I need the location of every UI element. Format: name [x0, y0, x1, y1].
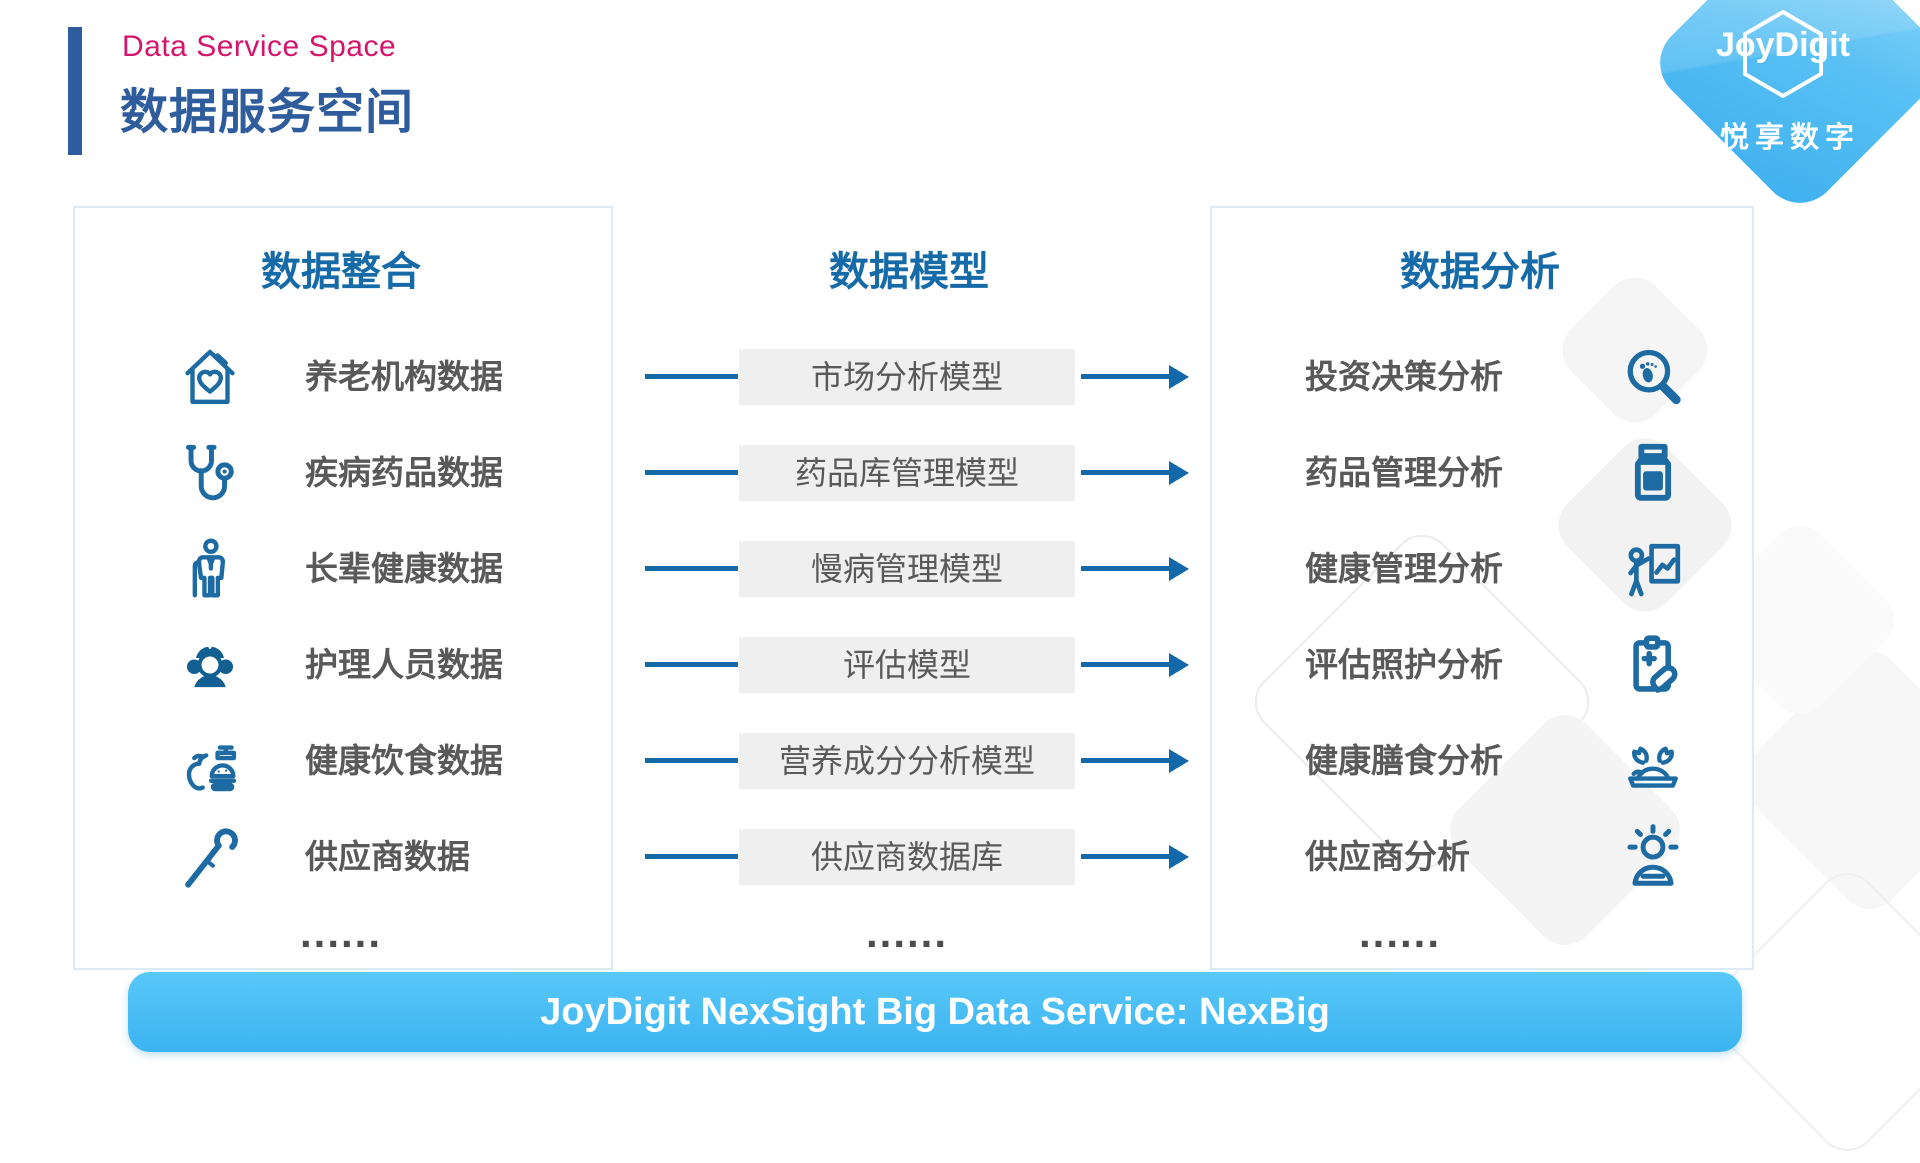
integration-panel	[73, 206, 613, 970]
integration-item-label: 健康饮食数据	[305, 742, 503, 779]
logo-tagline: 悦享数字	[1719, 122, 1860, 154]
model-box: 市场分析模型	[739, 349, 1075, 405]
integration-item-label: 疾病药品数据	[305, 454, 503, 491]
analysis-item-label: 投资决策分析	[1305, 358, 1503, 395]
analysis-item-label: 供应商分析	[1305, 838, 1470, 875]
arrow-head-icon	[1169, 557, 1189, 581]
model-box: 药品库管理模型	[739, 445, 1075, 501]
column-title-analysis: 数据分析	[1400, 250, 1560, 294]
connector-line	[645, 374, 738, 379]
stethoscope-icon	[185, 444, 234, 501]
column-title-models: 数据模型	[829, 250, 989, 294]
analysis-item-label: 健康管理分析	[1305, 550, 1503, 587]
kicker-text: Data Service Space	[122, 30, 397, 63]
analysis-item-label: 健康膳食分析	[1305, 742, 1503, 779]
arrow-head-icon	[1169, 749, 1189, 773]
title-accent-bar	[68, 27, 82, 155]
arrow-head-icon	[1169, 461, 1189, 485]
hexagon-logo-icon	[1743, 9, 1823, 99]
health-presentation-icon	[1628, 543, 1681, 597]
arrow-line	[1081, 470, 1170, 475]
connector-line	[645, 566, 738, 571]
model-box: 慢病管理模型	[739, 541, 1075, 597]
arrow-line	[1081, 854, 1170, 859]
model-box: 供应商数据库	[739, 829, 1075, 885]
healthy-meal-icon	[1628, 746, 1678, 788]
analysis-item-label: 评估照护分析	[1305, 646, 1503, 683]
arrow-line	[1081, 758, 1170, 763]
arrow-head-icon	[1169, 845, 1189, 869]
healthy-food-icon	[186, 745, 237, 792]
connector-line	[645, 662, 738, 667]
ellipsis-integration: ......	[299, 909, 382, 956]
footprint-magnifier-icon	[1627, 349, 1681, 405]
column-title-integration: 数据整合	[261, 250, 421, 294]
connector-line	[645, 854, 738, 859]
walking-cane-icon	[185, 828, 238, 888]
integration-item-label: 长辈健康数据	[305, 550, 503, 587]
arrow-head-icon	[1169, 653, 1189, 677]
model-box: 评估模型	[739, 637, 1075, 693]
arrow-head-icon	[1169, 365, 1189, 389]
logo-brand-name: JoyDigit	[1715, 26, 1851, 64]
arrow-line	[1081, 662, 1170, 667]
arrow-line	[1081, 374, 1170, 379]
house-heart-icon	[185, 349, 235, 404]
integration-item-label: 护理人员数据	[305, 646, 503, 683]
page-title: 数据服务空间	[120, 86, 415, 139]
ellipsis-analysis: ......	[1358, 909, 1441, 956]
analysis-item-label: 药品管理分析	[1305, 454, 1503, 491]
connector-line	[645, 470, 738, 475]
integration-item-label: 养老机构数据	[305, 358, 503, 395]
ellipsis-models: ......	[865, 909, 948, 956]
nurse-icon	[186, 642, 234, 688]
care-clipboard-icon	[1633, 635, 1678, 693]
elderly-person-icon	[192, 538, 226, 598]
arrow-line	[1081, 566, 1170, 571]
bottom-banner: JoyDigit NexSight Big Data Service: NexB…	[128, 972, 1742, 1052]
supplier-insight-icon	[1627, 824, 1679, 886]
model-box: 营养成分分析模型	[739, 733, 1075, 789]
banner-text: JoyDigit NexSight Big Data Service: NexB…	[540, 991, 1330, 1033]
connector-line	[645, 758, 738, 763]
integration-item-label: 供应商数据	[305, 838, 470, 875]
pill-bottle-icon	[1634, 443, 1672, 501]
